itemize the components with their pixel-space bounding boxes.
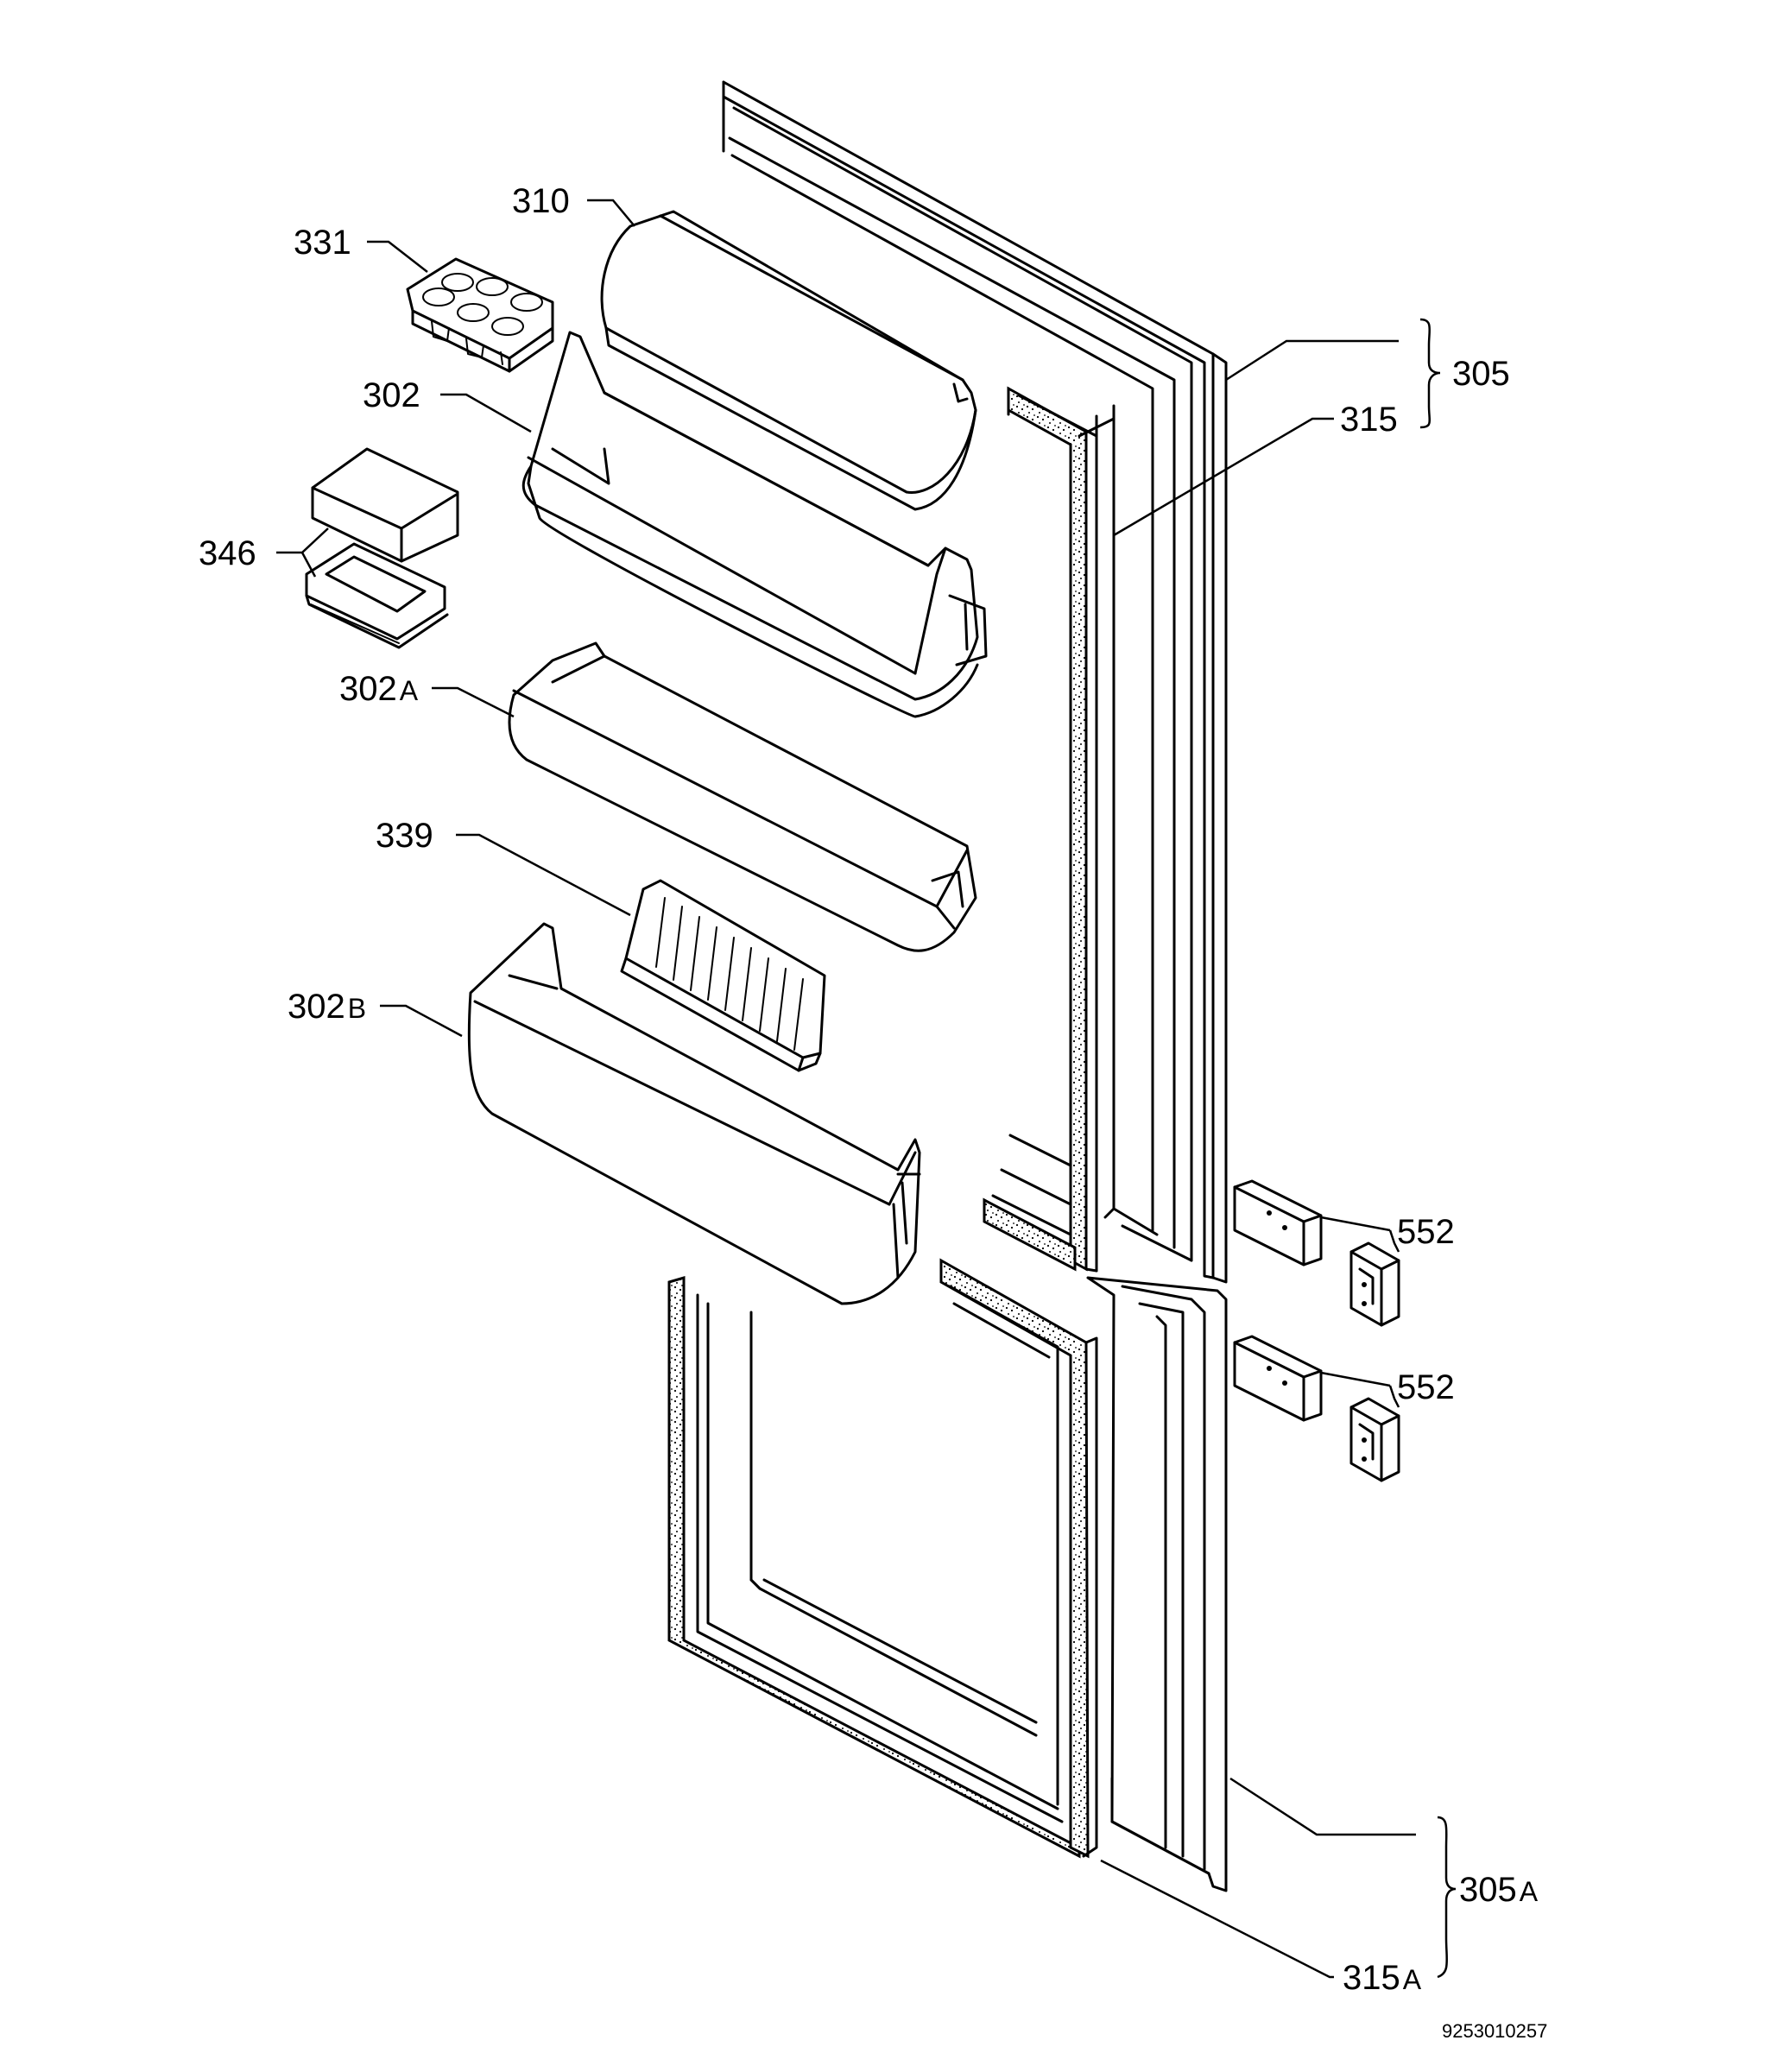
callout-number: 315 bbox=[1340, 401, 1398, 439]
upper-door-panel bbox=[722, 80, 1228, 1284]
callout-number: 302 bbox=[363, 376, 420, 414]
bracket-305 bbox=[1419, 318, 1441, 429]
label-302b: 302B bbox=[288, 988, 366, 1026]
part-302a-door-bin bbox=[508, 641, 977, 952]
callout-number: 346 bbox=[199, 534, 256, 572]
callout-number: 310 bbox=[512, 182, 570, 220]
part-302-door-bin bbox=[521, 331, 988, 718]
label-315a: 315A bbox=[1343, 1959, 1422, 1997]
callout-number: 305 bbox=[1459, 1871, 1517, 1909]
callout-suffix: A bbox=[1403, 1964, 1422, 1995]
bracket-305a bbox=[1437, 1816, 1457, 1979]
part-339-rack bbox=[620, 879, 826, 1072]
part-346-frame bbox=[305, 542, 449, 649]
part-552-hinge-bottom bbox=[1233, 1335, 1400, 1482]
part-302b-door-bin bbox=[467, 922, 921, 1305]
callout-number: 302 bbox=[339, 670, 397, 708]
callout-suffix: B bbox=[348, 993, 366, 1024]
leader-lines bbox=[276, 199, 1416, 1979]
part-346-box bbox=[311, 447, 459, 563]
document-code: 9253010257 bbox=[1442, 2020, 1547, 2042]
callout-number: 331 bbox=[294, 224, 351, 262]
part-331-egg-tray bbox=[406, 257, 554, 373]
callout-number: 339 bbox=[376, 817, 433, 855]
lower-door-gasket bbox=[667, 1258, 1098, 1859]
callout-number: 305 bbox=[1452, 355, 1510, 393]
callout-suffix: A bbox=[1520, 1876, 1539, 1907]
label-331: 331 bbox=[294, 224, 351, 262]
callout-labels: 310 331 302 346 302A 339 302B 305 315 55… bbox=[199, 182, 1547, 2042]
label-552-bottom: 552 bbox=[1397, 1368, 1455, 1406]
part-310-cover bbox=[600, 210, 977, 511]
label-302: 302 bbox=[363, 376, 420, 414]
label-315: 315 bbox=[1340, 401, 1398, 439]
callout-number: 315 bbox=[1343, 1959, 1400, 1997]
callout-number: 552 bbox=[1397, 1213, 1455, 1251]
part-552-hinge-top bbox=[1233, 1179, 1400, 1327]
upper-door-gasket bbox=[983, 386, 1116, 1273]
callout-suffix: A bbox=[400, 675, 419, 706]
label-305: 305 bbox=[1452, 355, 1510, 393]
label-302a: 302A bbox=[339, 670, 419, 708]
lower-door-panel bbox=[1086, 1276, 1228, 1892]
label-552-top: 552 bbox=[1397, 1213, 1455, 1251]
callout-number: 302 bbox=[288, 988, 345, 1026]
label-346: 346 bbox=[199, 534, 256, 572]
label-339: 339 bbox=[376, 817, 433, 855]
label-310: 310 bbox=[512, 182, 570, 220]
callout-number: 552 bbox=[1397, 1368, 1455, 1406]
label-305a: 305A bbox=[1459, 1871, 1539, 1909]
